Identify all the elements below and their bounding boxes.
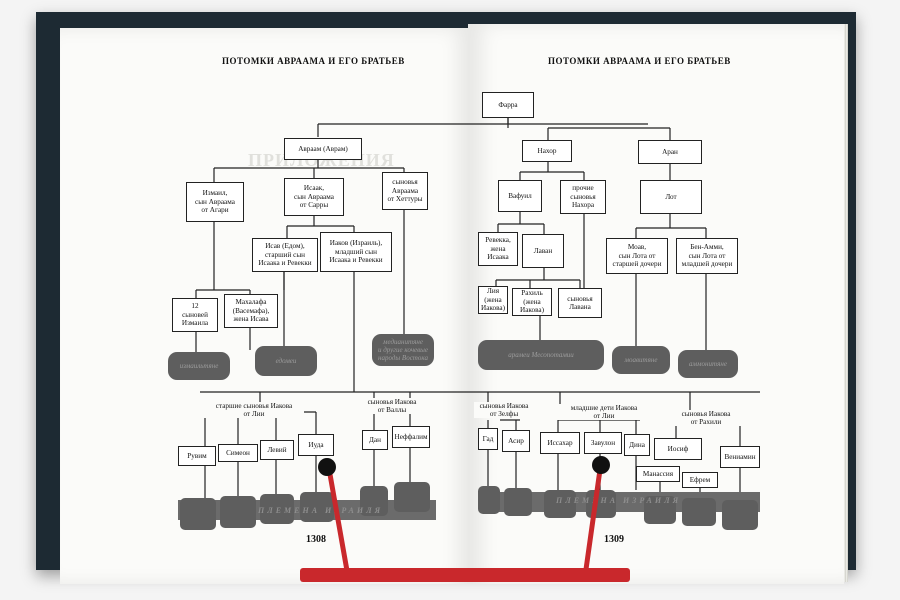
left-tribes-label: ПЛЕМЕНА ИЗРАИЛЯ [258, 506, 384, 515]
laban-sons-box: сыновья Лавана [558, 288, 602, 318]
eastern-peoples-pill: медианитяне и другие кочевые народы Вост… [372, 334, 434, 366]
haran-box: Аран [638, 140, 702, 164]
issachar-box: Иссахар [540, 432, 580, 454]
right-running-head: ПОТОМКИ АВРААМА И ЕГО БРАТЬЕВ [548, 56, 731, 66]
simeon-box: Симеон [218, 444, 258, 462]
tribe-manasseh [644, 496, 676, 524]
bilhah-sons-label: сыновья Иакова от Валлы [360, 398, 424, 414]
ishmael-sons-box: 12 сыновей Измаила [172, 298, 218, 332]
leah-box: Лия (жена Иакова) [478, 286, 508, 314]
tribe-judah [300, 492, 334, 522]
benjamin-box: Вениамин [720, 446, 760, 468]
tribe-benjamin [722, 500, 758, 530]
tribe-ephraim [682, 498, 716, 526]
left-page-number: 1308 [306, 534, 326, 545]
manasseh-box: Манассия [636, 466, 680, 482]
tribe-gad [478, 486, 500, 514]
tribe-levi [260, 494, 294, 524]
rebekah-box: Ревекка, жена Исаака [478, 232, 518, 266]
zilpah-sons-label: сыновья Иакова от Зелфы [474, 402, 534, 418]
ishmaelites-pill: измаильтяне [168, 352, 230, 380]
tribe-issachar [544, 490, 576, 518]
joseph-box: Иосиф [654, 438, 702, 460]
tribe-naphtali [394, 482, 430, 512]
arameans-pill: арамеи Месопотамии [478, 340, 604, 370]
right-page-clip [592, 456, 610, 474]
left-page-clip [318, 458, 336, 476]
dinah-box: Дина [624, 434, 650, 456]
bethuel-box: Вафуил [498, 180, 542, 212]
laban-box: Лаван [522, 234, 564, 268]
terah-box: Фарра [482, 92, 534, 118]
right-page-number: 1309 [604, 534, 624, 545]
moab-box: Моав, сын Лота от старшей дочери [606, 238, 668, 274]
gad-box: Гад [478, 428, 498, 450]
rachel-sons-label: сыновья Иакова от Рахили [670, 410, 742, 426]
lot-box: Лот [640, 180, 702, 214]
leah-elder-sons-label: старшие сыновья Иакова от Лии [204, 402, 304, 418]
jacob-box: Иаков (Израиль), младший сын Исаака и Ре… [320, 232, 392, 272]
zebulun-box: Завулон [584, 432, 622, 454]
judah-box: Иуда [298, 434, 334, 456]
tribe-reuben [180, 498, 216, 530]
tribe-asher [504, 488, 532, 516]
tribe-dan [360, 486, 388, 516]
ephraim-box: Ефрем [682, 472, 718, 488]
levi-box: Левий [260, 440, 294, 460]
ben-ammi-box: Бен-Амми, сын Лота от младшей дочери [676, 238, 738, 274]
mahalath-box: Махалафа (Васемафа), жена Исава [224, 294, 278, 328]
abraham-box: Авраам (Аврам) [284, 138, 362, 160]
ishmael-box: Измаил, сын Авраама от Агари [186, 182, 244, 222]
dan-box: Дан [362, 430, 388, 450]
nahor-box: Нахор [522, 140, 572, 162]
naphtali-box: Неффалим [392, 426, 430, 448]
keturah-sons-box: сыновья Авраама от Хеттуры [382, 172, 428, 210]
tribe-simeon [220, 496, 256, 528]
isaac-box: Исаак, сын Авраама от Сарры [284, 178, 344, 216]
asher-box: Асир [502, 430, 530, 452]
moabites-pill: моавитяне [612, 346, 670, 374]
leah-younger-label: младшие дети Иакова от Лии [558, 404, 650, 420]
right-tribes-label: ПЛЕМЕНА ИЗРАИЛЯ [556, 496, 682, 505]
left-running-head: ПОТОМКИ АВРААМА И ЕГО БРАТЬЕВ [222, 56, 405, 66]
book-stand-base [300, 568, 630, 582]
edomites-pill: едомеи [255, 346, 317, 376]
reuben-box: Рувим [178, 446, 216, 466]
rachel-box: Рахиль (жена Иакова) [512, 288, 552, 316]
nahor-other-sons-box: прочие сыновья Нахора [560, 180, 606, 214]
esau-box: Исав (Едом), старший сын Исаака и Ревекк… [252, 238, 318, 272]
ammonites-pill: аммонитяне [678, 350, 738, 378]
